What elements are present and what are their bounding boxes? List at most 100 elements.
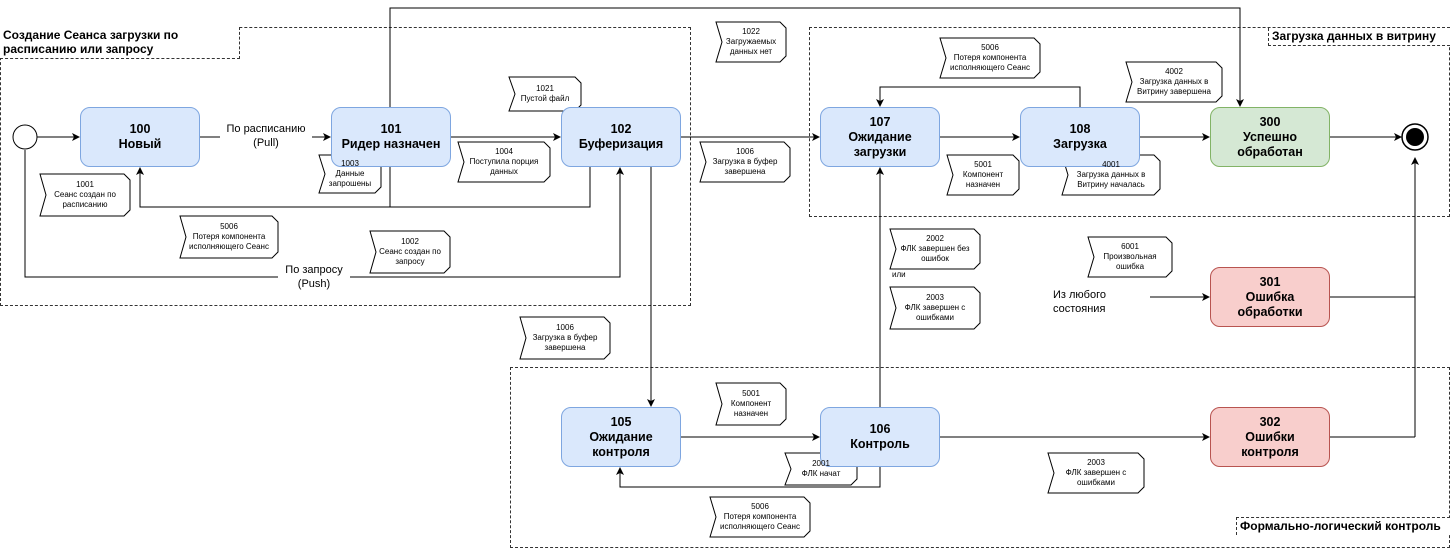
event-text: Загрузка в буфер завершена bbox=[532, 333, 598, 352]
event-text: Потеря компонента исполняющего Сеанс bbox=[950, 53, 1030, 72]
event-code: 1006 bbox=[556, 323, 574, 332]
state-106-control[interactable]: 106 Контроль bbox=[820, 407, 940, 467]
event-code: 6001 bbox=[1121, 242, 1139, 251]
event-tag-shape bbox=[715, 382, 787, 426]
event-text: ФЛК начат bbox=[801, 469, 841, 478]
state-code: 102 bbox=[610, 122, 632, 136]
label-or: или bbox=[892, 270, 906, 279]
event-code: 1003 bbox=[341, 159, 359, 168]
event-tag-shape bbox=[1125, 61, 1223, 103]
state-100-new[interactable]: 100 Новый bbox=[80, 107, 200, 167]
event-tag-shape bbox=[457, 141, 551, 183]
event-text: Потеря компонента исполняющего Сеанс bbox=[189, 232, 269, 251]
region-session-creation-title: Создание Сеанса загрузки по расписанию и… bbox=[0, 27, 240, 59]
event-code: 4001 bbox=[1102, 160, 1120, 169]
state-code: 302 bbox=[1259, 414, 1281, 429]
event-code: 1006 bbox=[736, 147, 754, 156]
event-code: 5001 bbox=[742, 389, 760, 398]
state-108-loading[interactable]: 108 Загрузка bbox=[1020, 107, 1140, 167]
event-tag-shape bbox=[39, 173, 131, 217]
state-107-awaiting-load[interactable]: 107 Ожидание загрузки bbox=[820, 107, 940, 167]
event-code: 1022 bbox=[742, 27, 760, 36]
state-code: 301 bbox=[1259, 274, 1281, 289]
state-name: Ошибки контроля bbox=[1241, 429, 1299, 459]
state-name: Загрузка bbox=[1053, 137, 1107, 151]
state-code: 100 bbox=[129, 122, 151, 136]
state-name: Ридер назначен bbox=[341, 137, 441, 151]
event-tag-shape bbox=[709, 496, 811, 538]
event-tag-shape bbox=[1047, 452, 1145, 494]
state-code: 300 bbox=[1259, 114, 1281, 129]
event-code: 1002 bbox=[401, 237, 419, 246]
event-code: 5006 bbox=[751, 502, 769, 511]
event-tag-shape bbox=[715, 21, 787, 63]
event-text: Данные запрошены bbox=[328, 169, 372, 188]
event-code: 2001 bbox=[812, 459, 830, 468]
event-text: Загрузка в буфер завершена bbox=[712, 157, 778, 176]
event-text: Потеря компонента исполняющего Сеанс bbox=[720, 512, 800, 531]
event-text: ФЛК завершен с ошибками bbox=[904, 303, 966, 322]
event-code: 1004 bbox=[495, 147, 513, 156]
event-code: 2003 bbox=[1087, 458, 1105, 467]
state-105-awaiting-control[interactable]: 105 Ожидание контроля bbox=[561, 407, 681, 467]
state-101-reader-assigned[interactable]: 101 Ридер назначен bbox=[331, 107, 451, 167]
event-code: 5001 bbox=[974, 160, 992, 169]
event-tag-shape bbox=[179, 215, 279, 259]
event-text: Произвольная ошибка bbox=[1103, 252, 1157, 271]
state-300-success[interactable]: 300 Успешно обработан bbox=[1210, 107, 1330, 167]
label-push: По запросу (Push) bbox=[278, 263, 350, 291]
event-text: Компонент назначен bbox=[730, 399, 772, 418]
event-text: Пустой файл bbox=[520, 94, 570, 103]
event-tag-shape bbox=[889, 228, 981, 270]
event-tag-shape bbox=[1087, 236, 1173, 278]
event-code: 2003 bbox=[926, 293, 944, 302]
region-session-creation bbox=[0, 27, 691, 306]
event-code: 2002 bbox=[926, 234, 944, 243]
state-code: 106 bbox=[869, 422, 891, 436]
state-code: 107 bbox=[869, 114, 891, 129]
event-text: ФЛК завершен без ошибок bbox=[900, 244, 970, 263]
event-text: ФЛК завершен с ошибками bbox=[1065, 468, 1127, 487]
event-tag-shape bbox=[369, 230, 451, 274]
event-code: 5006 bbox=[220, 222, 238, 231]
state-code: 101 bbox=[380, 122, 402, 136]
region-data-loading-title: Загрузка данных в витрину bbox=[1268, 28, 1450, 46]
event-tag-shape bbox=[939, 37, 1041, 79]
event-text: Сеанс создан по запросу bbox=[379, 247, 441, 266]
state-302-control-errors[interactable]: 302 Ошибки контроля bbox=[1210, 407, 1330, 467]
state-code: 105 bbox=[610, 414, 632, 429]
state-102-buffering[interactable]: 102 Буферизация bbox=[561, 107, 681, 167]
event-code: 5006 bbox=[981, 43, 999, 52]
event-text: Компонент назначен bbox=[962, 170, 1004, 189]
state-301-processing-error[interactable]: 301 Ошибка обработки bbox=[1210, 267, 1330, 327]
state-name: Ожидание загрузки bbox=[848, 129, 912, 159]
region-data-loading bbox=[809, 27, 1450, 217]
initial-state bbox=[12, 124, 38, 150]
event-text: Сеанс создан по расписанию bbox=[54, 190, 116, 209]
event-code: 1001 bbox=[76, 180, 94, 189]
event-tag-shape bbox=[946, 154, 1020, 196]
label-from-any-state: Из любого состояния bbox=[1053, 289, 1106, 315]
state-name: Ошибка обработки bbox=[1237, 289, 1303, 319]
state-name: Буферизация bbox=[578, 137, 664, 151]
final-state-inner bbox=[1406, 128, 1424, 146]
event-tag-shape bbox=[519, 316, 611, 360]
event-code: 4002 bbox=[1165, 67, 1183, 76]
event-text: Загрузка данных в Витрину завершена bbox=[1137, 77, 1211, 96]
state-name: Успешно обработан bbox=[1237, 129, 1303, 159]
